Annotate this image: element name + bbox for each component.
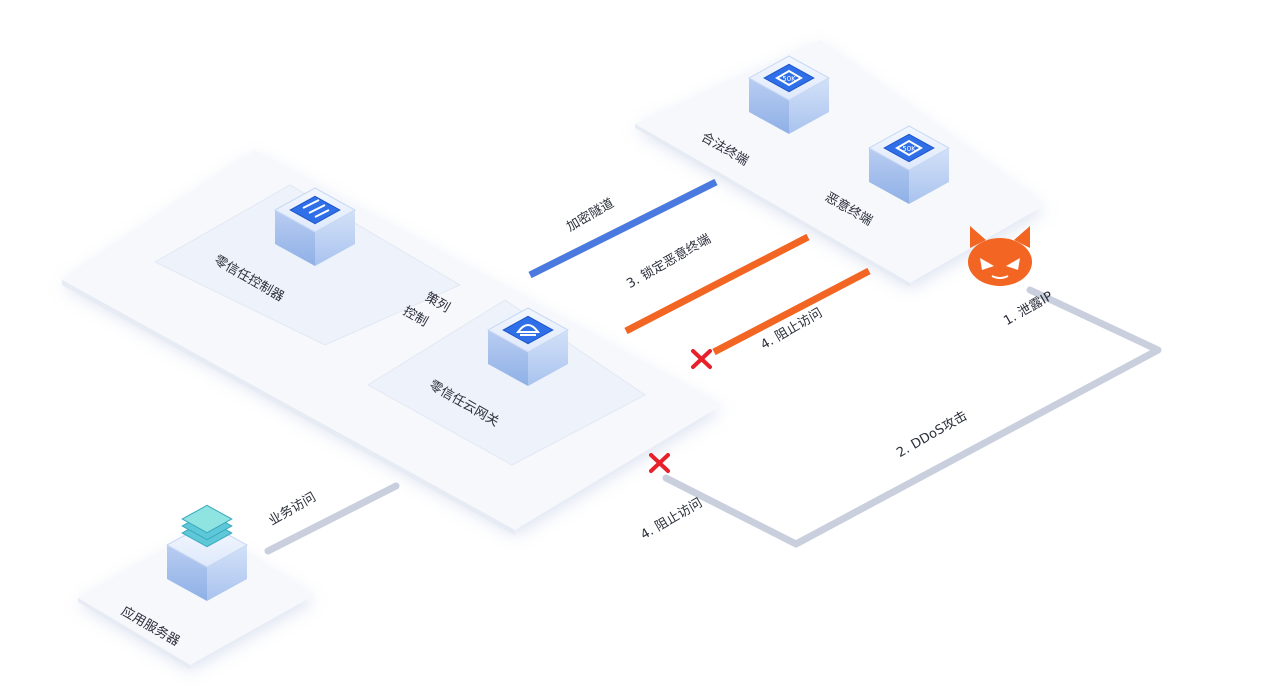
lock-malicious-line	[624, 233, 810, 335]
terminal-chip-text: 50K	[782, 75, 796, 83]
control-platform	[62, 150, 722, 530]
business-access-connector	[264, 482, 400, 555]
platforms	[62, 40, 1045, 669]
watermark: 掘金技术社区 @ 德迅云安全小钱	[922, 650, 1246, 674]
gateway-subplatform	[367, 299, 646, 466]
terminal-platform	[635, 40, 1045, 283]
colored-paths	[528, 178, 871, 356]
terminal-chip-text: 50K	[902, 145, 916, 153]
server-boxes: 50K 50K	[165, 55, 951, 601]
server-platform	[78, 527, 315, 665]
attacker-cat-icon	[968, 226, 1032, 286]
app-server-box-icon	[165, 504, 249, 601]
block-access-top-line	[712, 267, 871, 356]
encrypted-tunnel-line	[528, 178, 718, 279]
controller-subplatform	[153, 184, 462, 346]
gateway-box-icon	[486, 307, 570, 386]
block-x-icon	[691, 349, 712, 369]
block-x-icon	[649, 453, 670, 473]
controller-box-icon	[273, 187, 357, 266]
legit-terminal-box-icon: 50K	[747, 55, 831, 134]
malicious-terminal-box-icon: 50K	[867, 125, 951, 204]
attack-path-connector	[662, 286, 1162, 548]
